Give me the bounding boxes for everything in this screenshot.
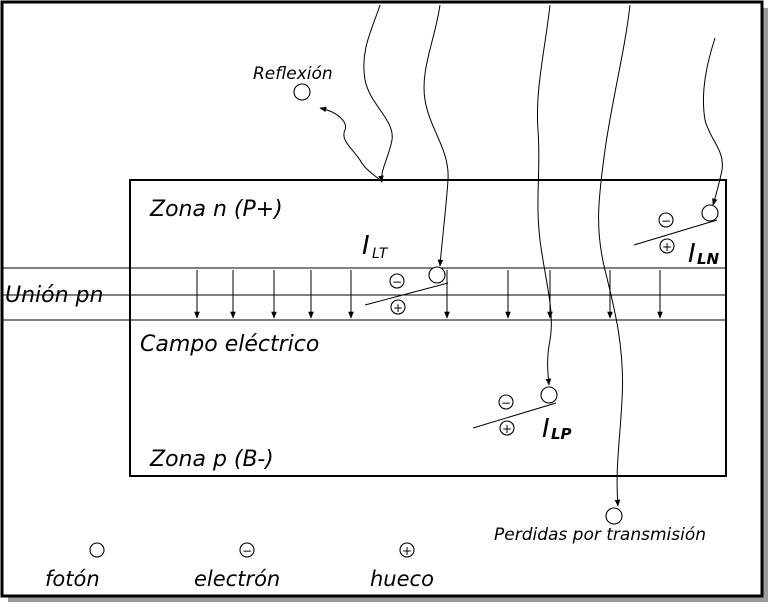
electron-p-zone-icon: [498, 394, 514, 410]
electric-field-arrows: [194, 270, 663, 319]
electron-sign: −: [501, 396, 511, 410]
hole-sign: +: [393, 301, 403, 315]
electron-junction-icon: [389, 273, 405, 289]
hole-sign: +: [662, 240, 672, 254]
photon-path-transmission: [598, 4, 631, 507]
ilp-subscript: LP: [551, 425, 572, 443]
transmitted-photon-icon: [605, 507, 623, 525]
legend-photon-icon: [89, 542, 105, 558]
absorbed-photon-junction-icon: [428, 266, 446, 284]
pair-line-n-zone: [633, 219, 718, 246]
union-pn-label: Unión pn: [5, 283, 103, 308]
perdidas-label: Perdidas por transmisión: [494, 525, 706, 545]
electron-n-zone-icon: [658, 212, 674, 228]
hole-junction-icon: [390, 299, 406, 315]
reflected-photon-path: [319, 106, 383, 183]
iln-symbol: I: [688, 239, 696, 269]
ilt-subscript: LT: [372, 246, 389, 262]
zona-p-label: Zona p (B-): [149, 447, 274, 472]
legend-hueco-label: hueco: [370, 567, 434, 591]
photon-path-p-zone: [537, 4, 552, 386]
pair-line-junction: [364, 282, 449, 306]
legend-hole-icon: [399, 542, 415, 558]
hole-p-zone-icon: [499, 420, 515, 436]
ilp-symbol: I: [542, 414, 550, 444]
legend-hole-sign: +: [402, 544, 412, 558]
photon-path-junction: [423, 4, 449, 267]
legend-foton-label: fotón: [45, 567, 100, 591]
photon-path-reflection: [363, 4, 393, 183]
reflexion-label: Reflexión: [253, 64, 333, 84]
zona-n-label: Zona n (P+): [149, 197, 283, 222]
legend: fotón − electrón + hueco: [45, 542, 434, 591]
campo-electrico-label: Campo eléctrico: [140, 332, 319, 357]
ilt-symbol: I: [362, 231, 370, 261]
reflected-photon-icon: [293, 83, 311, 101]
photon-path-n-zone: [702, 37, 723, 206]
legend-electron-sign: −: [242, 544, 252, 558]
hole-sign: +: [502, 422, 512, 436]
solar-cell-box: [129, 179, 727, 477]
electron-sign: −: [392, 275, 402, 289]
electron-sign: −: [661, 214, 671, 228]
iln-subscript: LN: [697, 250, 720, 268]
outer-frame: [0, 0, 764, 598]
pair-line-p-zone: [472, 402, 557, 429]
absorbed-photon-n-zone-icon: [701, 204, 719, 222]
absorbed-photon-p-zone-icon: [540, 386, 558, 404]
hole-n-zone-icon: [659, 238, 675, 254]
legend-electron-label: electrón: [194, 567, 280, 591]
legend-electron-icon: [239, 542, 255, 558]
